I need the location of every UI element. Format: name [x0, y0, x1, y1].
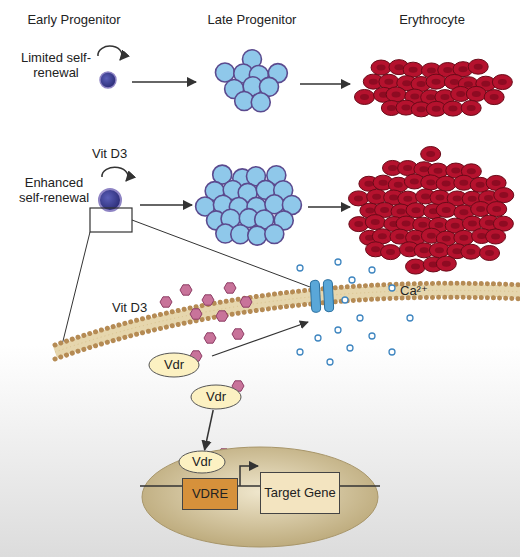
zoom-line	[62, 232, 90, 345]
vdr-receptor: Vdr	[178, 450, 226, 474]
transcription-arrow	[240, 466, 258, 486]
self-renewal-arrow	[98, 46, 122, 60]
label: Vit D3	[92, 146, 142, 161]
node-text: Target Gene	[264, 486, 336, 500]
arrow	[308, 206, 350, 208]
nucleus	[142, 447, 378, 547]
vitamin-d3-molecules	[160, 283, 252, 459]
label: Erythrocyte	[382, 12, 482, 27]
self-renewal-arrow	[102, 167, 128, 181]
arrow	[140, 204, 192, 206]
node-text: Vdr	[164, 358, 184, 372]
label: Vit D3	[112, 300, 162, 315]
zoom-line	[132, 220, 318, 290]
zoom-box	[90, 208, 132, 232]
vdr-receptor: Vdr	[190, 384, 242, 410]
label: Late Progenitor	[196, 12, 308, 27]
signal-arrow	[212, 322, 308, 356]
early-progenitor	[100, 72, 116, 88]
late-progenitor-cluster	[215, 50, 287, 112]
erythrocyte-cluster	[348, 147, 513, 275]
label: Limited self-renewal	[16, 50, 96, 80]
node-text: Vdr	[206, 390, 226, 404]
arrow	[300, 83, 350, 85]
label: Ca²⁺	[400, 283, 440, 298]
vdr-receptor: Vdr	[148, 352, 200, 378]
connector-arrow	[205, 410, 214, 450]
calcium-ions	[297, 259, 413, 365]
target-gene-box: Target Gene	[260, 472, 340, 514]
label: Early Progenitor	[18, 12, 130, 27]
arrow	[132, 81, 196, 83]
erythrocyte-cluster	[355, 59, 513, 117]
calcium-channel	[310, 279, 334, 312]
node-text: VDRE	[192, 487, 228, 501]
late-progenitor-cluster	[196, 165, 302, 245]
cell-membrane	[55, 283, 520, 359]
node-text: Vdr	[192, 455, 212, 469]
vdre-element: VDRE	[182, 478, 238, 510]
label: Enhanced self-renewal	[12, 175, 96, 205]
